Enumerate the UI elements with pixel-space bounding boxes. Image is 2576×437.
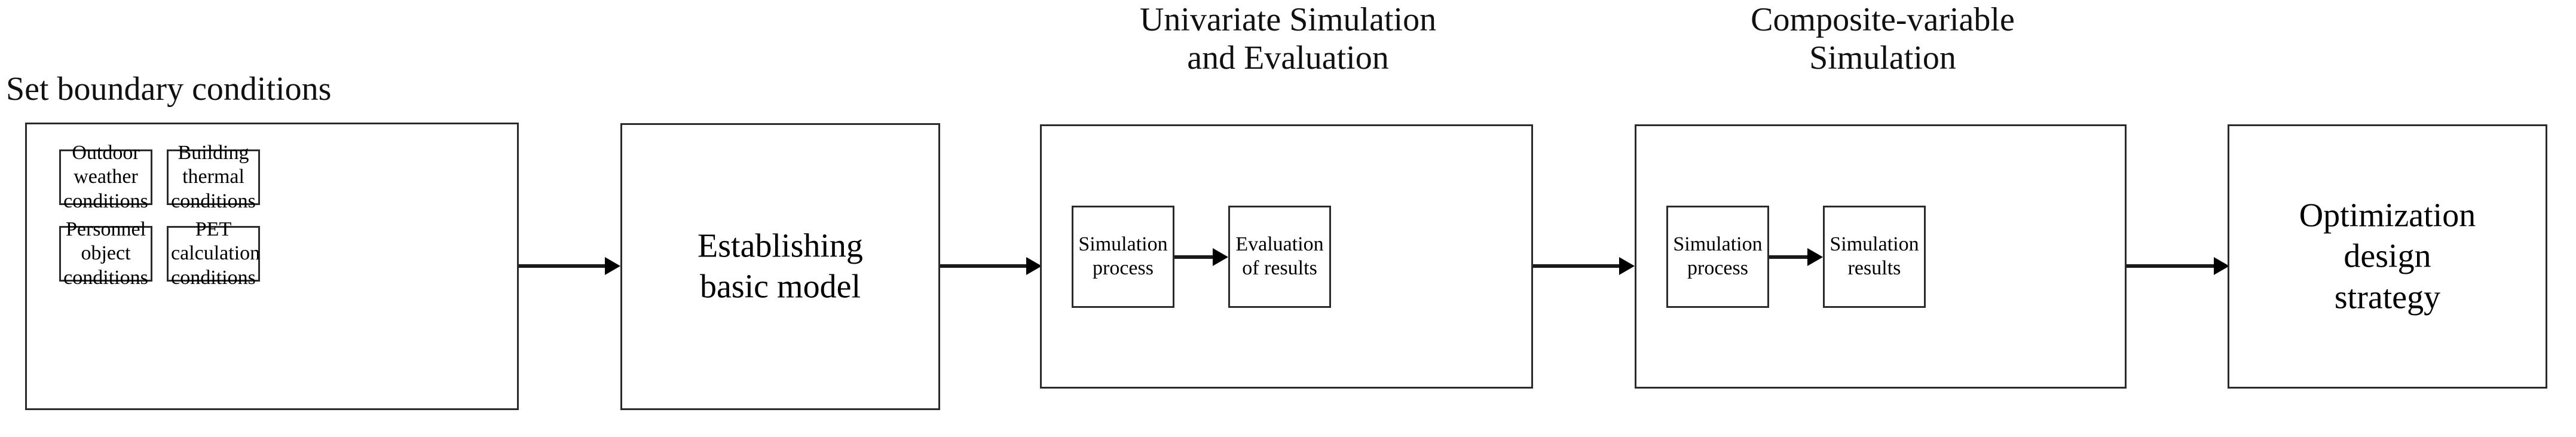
inner-box-label: Personnel object conditions bbox=[63, 218, 148, 289]
stage-box-optimization-design-strategy[interactable]: Optimization design strategy bbox=[2228, 124, 2547, 389]
stage-box-set-boundary-conditions: Outdoor weather conditions Building ther… bbox=[25, 123, 519, 410]
arrow-head bbox=[1807, 248, 1823, 266]
inner-box-simulation-process-composite[interactable]: Simulation process bbox=[1666, 206, 1769, 308]
stage-title-composite-variable-simulation: Composite-variable Simulation bbox=[1751, 1, 2015, 77]
inner-box-simulation-results[interactable]: Simulation results bbox=[1823, 206, 1926, 308]
stage-box-establishing-basic-model[interactable]: Establishing basic model bbox=[620, 123, 940, 410]
arrow-head bbox=[1213, 248, 1228, 266]
inner-box-evaluation-of-results[interactable]: Evaluation of results bbox=[1228, 206, 1331, 308]
arrow-head bbox=[1026, 257, 1042, 275]
arrow-shaft bbox=[1533, 264, 1620, 268]
arrow-head bbox=[1619, 257, 1635, 275]
arrow-shaft bbox=[519, 264, 606, 268]
inner-box-label: Evaluation of results bbox=[1235, 233, 1324, 280]
arrow-shaft bbox=[1769, 255, 1809, 259]
stage-title-set-boundary-conditions: Set boundary conditions bbox=[6, 71, 332, 108]
inner-box-label: Simulation process bbox=[1078, 233, 1168, 280]
inner-box-label: Simulation process bbox=[1673, 233, 1763, 280]
inner-box-building-thermal-conditions[interactable]: Building thermal conditions bbox=[167, 141, 260, 212]
stage-title-univariate-simulation-and-evaluation: Univariate Simulation and Evaluation bbox=[1139, 1, 1437, 77]
inner-box-label: Outdoor weather conditions bbox=[63, 141, 148, 212]
stage-label-optimization-design-strategy: Optimization design strategy bbox=[2299, 197, 2476, 316]
inner-box-simulation-process-univariate[interactable]: Simulation process bbox=[1072, 206, 1174, 308]
inner-box-pet-calculation-conditions[interactable]: PET calculation conditions bbox=[167, 218, 260, 289]
arrow-shaft bbox=[2127, 264, 2215, 268]
inner-box-personnel-object-conditions[interactable]: Personnel object conditions bbox=[59, 218, 152, 289]
stage-label-establishing-basic-model: Establishing basic model bbox=[697, 227, 863, 305]
stage-box-composite-variable-simulation: Simulation process Simulation results bbox=[1635, 124, 2127, 389]
arrow-shaft bbox=[1174, 255, 1214, 259]
arrow-head bbox=[2214, 257, 2229, 275]
arrow-shaft bbox=[940, 264, 1027, 268]
arrow-head bbox=[605, 257, 620, 275]
stage-box-univariate-simulation-and-evaluation: Simulation process Evaluation of results bbox=[1040, 124, 1533, 389]
inner-box-label: PET calculation conditions bbox=[171, 218, 261, 289]
inner-box-label: Simulation results bbox=[1829, 233, 1919, 280]
inner-box-label: Building thermal conditions bbox=[171, 141, 256, 212]
inner-box-outdoor-weather-conditions[interactable]: Outdoor weather conditions bbox=[59, 141, 152, 212]
